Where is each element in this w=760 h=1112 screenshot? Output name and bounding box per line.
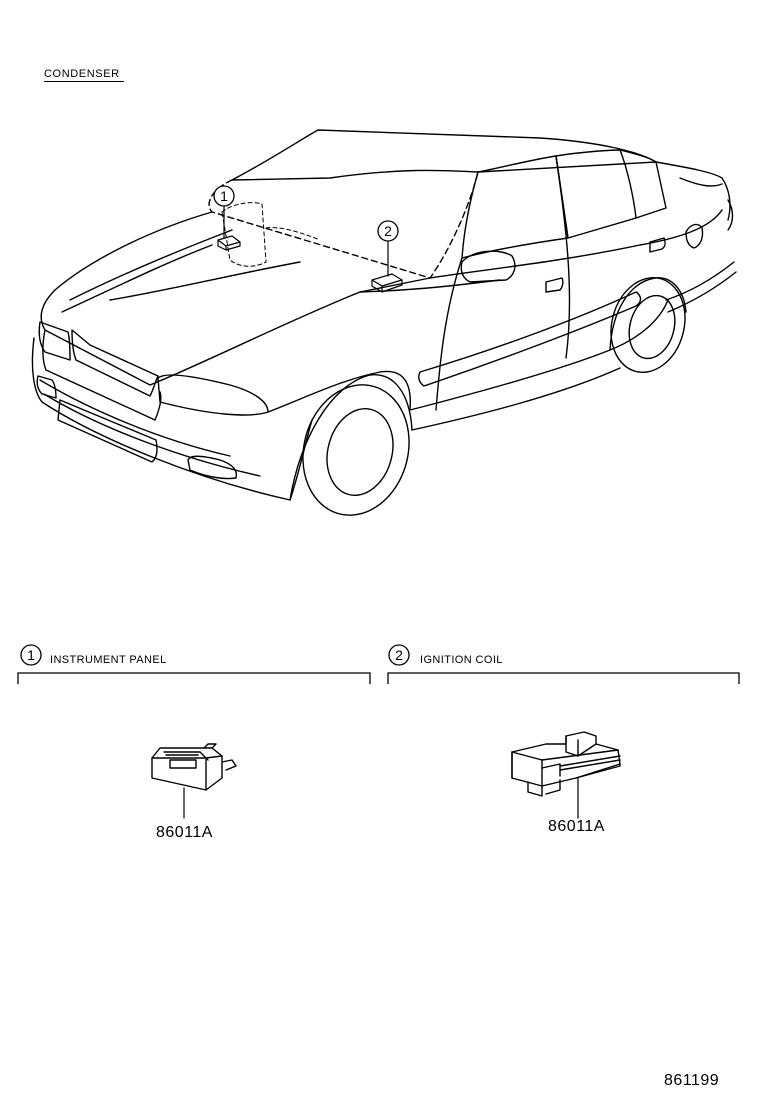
callout-circle-2-section: [388, 644, 410, 666]
car-fuel-cap: [685, 223, 704, 249]
car-roof: [231, 129, 657, 181]
car-headlight-right: [157, 374, 269, 416]
car-hood: [40, 211, 431, 386]
car-side-body: [429, 209, 723, 279]
car-grille: [71, 329, 159, 397]
car-front-wheel: [302, 384, 410, 516]
car-fog-light-left: [36, 375, 57, 399]
callout-number-2-car: 2: [384, 223, 392, 239]
car-front-bumper: [31, 337, 313, 501]
car-headlight-left: [38, 321, 71, 361]
car-front-door-handle: [545, 277, 564, 293]
car-side-molding: [418, 291, 642, 387]
part-2-connector-drawing: [511, 731, 621, 797]
car-fog-light-right: [187, 455, 238, 480]
section-2-bracket: [387, 672, 740, 684]
car-side-mirror: [460, 250, 516, 283]
car-rear-door-handle: [649, 237, 666, 253]
callout-number-1-car: 1: [220, 188, 228, 204]
callout-number-1-section: 1: [27, 647, 35, 663]
section-1-bracket: [17, 672, 371, 684]
part-1-connector-drawing: [151, 743, 237, 791]
component-2-on-car: [371, 273, 403, 293]
callout-number-2-section: 2: [395, 647, 403, 663]
section-1-label: INSTRUMENT PANEL: [50, 654, 167, 666]
callout-circle-2-car: [377, 220, 399, 242]
section-2-label: IGNITION COIL: [420, 654, 503, 666]
part-1-number: 86011A: [156, 824, 213, 841]
callout-circle-1-section: [20, 644, 42, 666]
car-front-door-window: [461, 155, 569, 259]
callout-circle-1-car: [213, 185, 235, 207]
component-1-on-car: [217, 235, 241, 251]
car-rear-wheel: [610, 277, 686, 373]
diagram-code: 861199: [664, 1072, 720, 1089]
diagram-title: CONDENSER: [44, 68, 124, 82]
part-2-number: 86011A: [548, 818, 605, 835]
